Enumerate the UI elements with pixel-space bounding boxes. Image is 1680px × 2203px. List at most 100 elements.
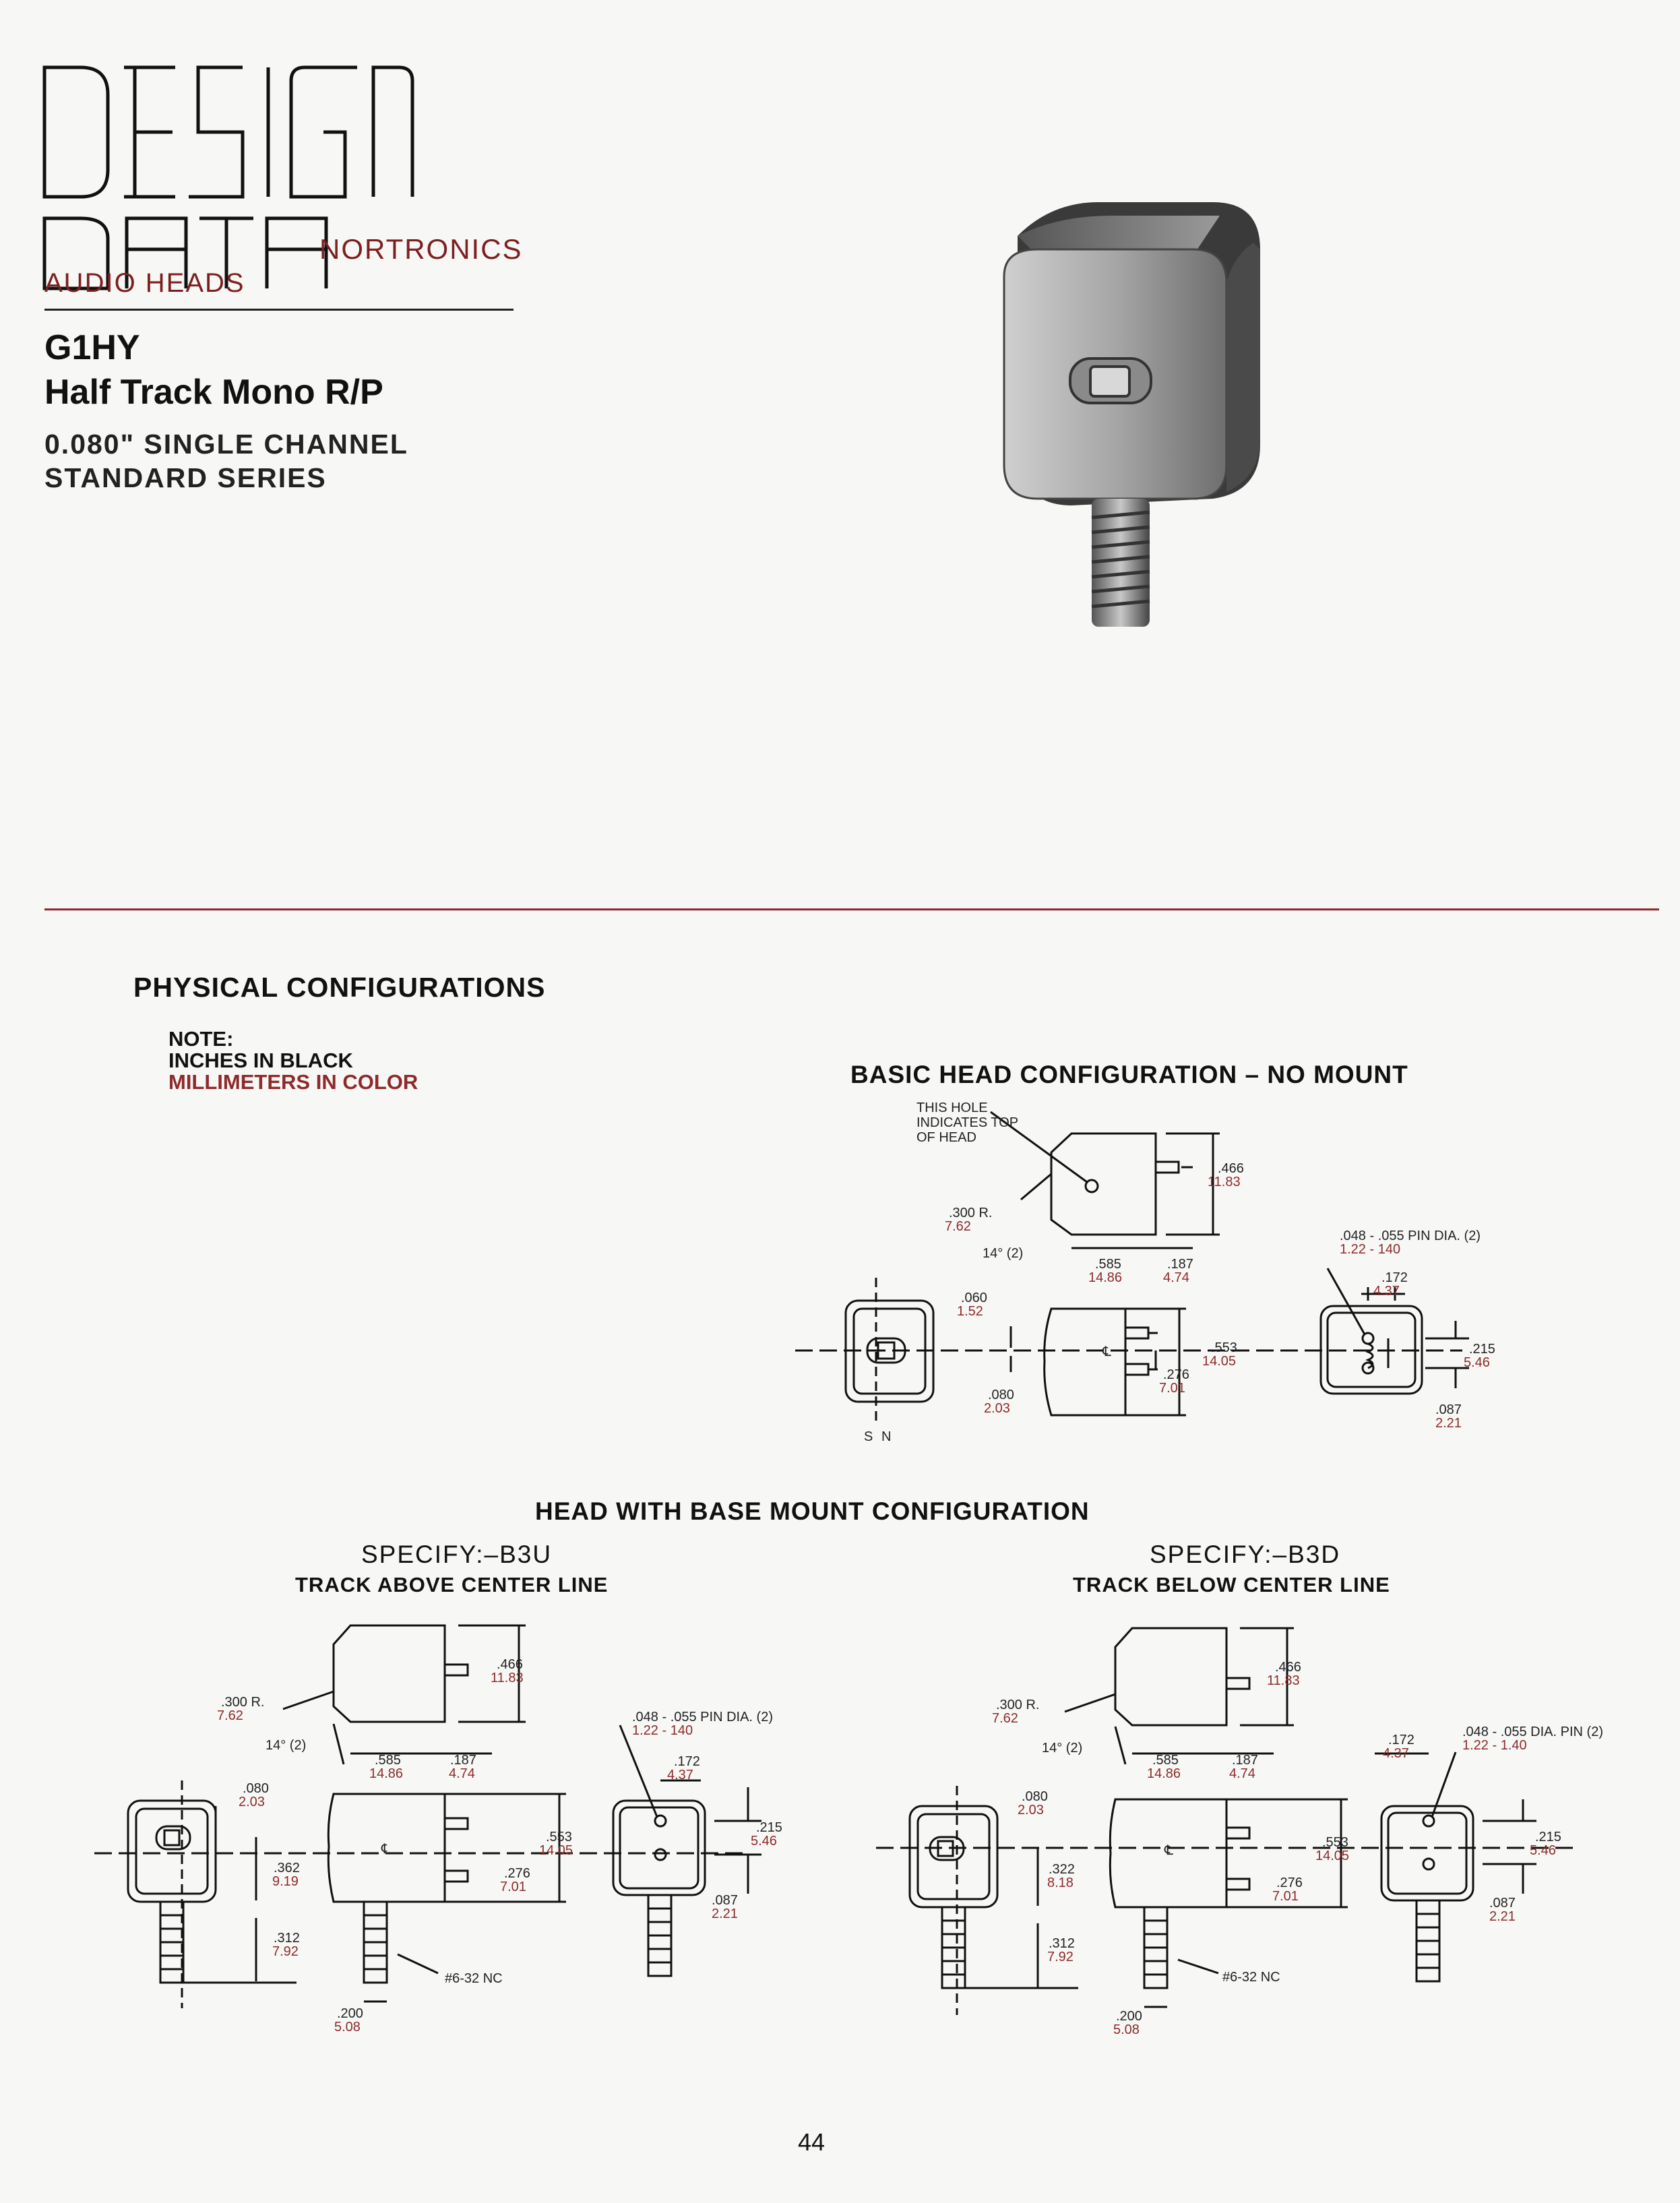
b3u-radius-mm: 7.62: [217, 1708, 243, 1723]
b3u-172-in: .172: [674, 1754, 700, 1769]
note-label: NOTE:: [168, 1027, 234, 1051]
b3u-215-in: .215: [756, 1820, 782, 1835]
dim-087-in: .087: [1435, 1402, 1462, 1417]
page-number: 44: [798, 2128, 826, 2156]
b3d-187-in: .187: [1232, 1753, 1258, 1768]
section-divider: [44, 908, 1659, 910]
b3d-172-in: .172: [1388, 1733, 1414, 1747]
audio-head-photo: [1003, 202, 1260, 627]
model-number: G1HY: [44, 328, 140, 367]
b3d-276-in: .276: [1276, 1875, 1303, 1890]
basic-config-title: BASIC HEAD CONFIGURATION – NO MOUNT: [850, 1061, 1408, 1088]
pole-north: N: [881, 1429, 891, 1444]
b3u-276-in: .276: [504, 1866, 530, 1881]
b3u-466-in: .466: [497, 1657, 523, 1672]
dim-466-mm: 11.83: [1208, 1175, 1241, 1189]
dim-080-mm: 2.03: [984, 1401, 1010, 1416]
b3d-466-in: .466: [1275, 1660, 1301, 1675]
b3u-172-mm: 4.37: [667, 1768, 693, 1782]
b3d-585-mm: 14.86: [1147, 1766, 1181, 1781]
b3d-080-mm: 2.03: [1018, 1803, 1044, 1818]
dim-585-in: .585: [1095, 1257, 1121, 1272]
b3u-pin-mm: 1.22 - 140: [632, 1723, 693, 1738]
hole-note-line-1: THIS HOLE: [916, 1100, 988, 1115]
dim-angle: 14° (2): [983, 1246, 1023, 1261]
basic-head-drawing: THIS HOLE INDICATES TOP OF HEAD .300 R. …: [795, 1100, 1495, 1444]
b3d-087-in: .087: [1489, 1896, 1516, 1911]
b3d-radius-in: .300 R.: [996, 1698, 1039, 1712]
b3u-pin-in: .048 - .055 PIN DIA. (2): [632, 1710, 773, 1725]
dim-060-mm: 1.52: [957, 1304, 983, 1319]
b3u-585-in: .585: [375, 1753, 401, 1768]
b3u-087-mm: 2.21: [712, 1906, 738, 1921]
b3u-553-in: .553: [546, 1830, 572, 1844]
pole-south: S: [864, 1429, 873, 1444]
physical-config-title: PHYSICAL CONFIGURATIONS: [133, 972, 546, 1003]
dim-276-in: .276: [1163, 1367, 1189, 1382]
b3u-187-in: .187: [450, 1753, 476, 1768]
hole-note-line-2: INDICATES TOP: [916, 1115, 1018, 1130]
b3u-offset-in: .362: [274, 1861, 300, 1875]
b3u-553-mm: 14.05: [539, 1843, 573, 1858]
b3d-553-mm: 14.05: [1315, 1849, 1349, 1863]
dim-553-mm: 14.05: [1202, 1354, 1236, 1369]
dim-087-mm: 2.21: [1435, 1416, 1462, 1431]
b3d-215-mm: 5.46: [1530, 1843, 1556, 1858]
dim-466-in: .466: [1218, 1161, 1244, 1176]
b3u-466-mm: 11.83: [491, 1671, 524, 1685]
dim-060-in: .060: [961, 1291, 987, 1305]
b3d-angle: 14° (2): [1042, 1741, 1082, 1756]
b3u-angle: 14° (2): [266, 1738, 306, 1753]
dim-187-mm: 4.74: [1163, 1270, 1189, 1285]
b3u-offset-mm: 9.19: [272, 1874, 299, 1889]
base-mount-title: HEAD WITH BASE MOUNT CONFIGURATION: [535, 1497, 1090, 1525]
b3u-215-mm: 5.46: [751, 1834, 777, 1849]
model-name: Half Track Mono R/P: [44, 373, 383, 412]
specify-b3d: SPECIFY:–B3D: [1150, 1541, 1341, 1568]
b3d-080-in: .080: [1022, 1789, 1048, 1804]
dim-215-in: .215: [1469, 1342, 1495, 1357]
b3d-200-in: .200: [1116, 2009, 1142, 2024]
note-millimeters: MILLIMETERS IN COLOR: [168, 1070, 418, 1094]
b3u-585-mm: 14.86: [369, 1766, 403, 1781]
b3d-offset-in: .322: [1049, 1862, 1075, 1877]
track-below-label: TRACK BELOW CENTER LINE: [1073, 1573, 1390, 1596]
specify-b3u: SPECIFY:–B3U: [361, 1541, 553, 1568]
b3d-radius-mm: 7.62: [992, 1711, 1018, 1726]
spec-line-2: STANDARD SERIES: [44, 462, 327, 493]
b3u-mount-drawing: .300 R. 7.62 14° (2) .466 11.83 .585 14.…: [94, 1624, 782, 2035]
b3u-187-mm: 4.74: [449, 1766, 475, 1781]
b3d-pin-mm: 1.22 - 1.40: [1462, 1738, 1527, 1753]
dim-585-mm: 14.86: [1088, 1270, 1122, 1285]
b3u-200-in: .200: [337, 2006, 363, 2021]
dim-172-mm: 4.37: [1373, 1284, 1400, 1299]
spec-line-1: 0.080" SINGLE CHANNEL: [44, 429, 408, 460]
centerline-mark: ℄: [1102, 1344, 1111, 1359]
dim-553-in: .553: [1211, 1340, 1237, 1355]
b3d-312-mm: 7.92: [1047, 1950, 1074, 1964]
b3u-276-mm: 7.01: [500, 1880, 526, 1894]
b3d-276-mm: 7.01: [1272, 1889, 1299, 1904]
b3d-mount-drawing: .300 R. 7.62 14° (2) .466 11.83 .585 14.…: [876, 1627, 1603, 2035]
b3u-thread: #6-32 NC: [445, 1971, 503, 1986]
b3u-200-mm: 5.08: [334, 2020, 361, 2035]
dim-172-in: .172: [1381, 1270, 1408, 1285]
b3d-172-mm: 4.37: [1383, 1746, 1409, 1761]
dim-radius-mm: 7.62: [945, 1219, 971, 1234]
b3u-312-mm: 7.92: [272, 1944, 299, 1959]
b3d-pin-in: .048 - .055 DIA. PIN (2): [1462, 1725, 1603, 1739]
dim-radius-in: .300 R.: [949, 1206, 992, 1220]
b3d-centerline: ℄: [1164, 1843, 1173, 1858]
b3d-466-mm: 11.83: [1267, 1673, 1300, 1688]
b3u-080-in: .080: [243, 1781, 269, 1796]
note-inches: INCHES IN BLACK: [168, 1049, 353, 1072]
pin-dia-mm: 1.22 - 140: [1340, 1242, 1400, 1257]
track-above-label: TRACK ABOVE CENTER LINE: [295, 1573, 609, 1596]
b3u-centerline: ℄: [381, 1842, 390, 1857]
b3d-200-mm: 5.08: [1113, 2022, 1140, 2035]
brand-name: NORTRONICS: [319, 233, 523, 265]
pin-dia-in: .048 - .055 PIN DIA. (2): [1340, 1229, 1481, 1243]
dim-187-in: .187: [1167, 1257, 1193, 1272]
b3u-radius-in: .300 R.: [221, 1695, 264, 1710]
b3d-215-in: .215: [1535, 1830, 1561, 1844]
